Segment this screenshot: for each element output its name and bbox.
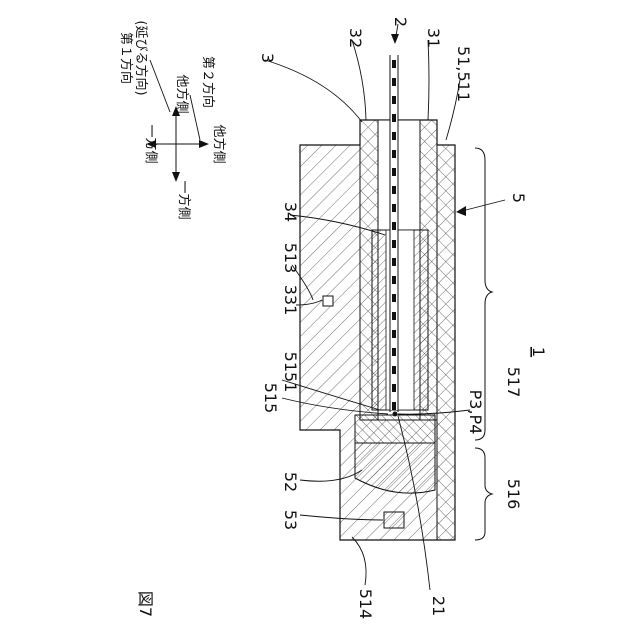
cavity-515 xyxy=(355,415,435,443)
dir1-line2: (延びる方向) xyxy=(133,20,149,95)
label-2: 2 xyxy=(391,17,410,27)
sensor-53 xyxy=(384,512,404,528)
dir1-line1: 第１方向 xyxy=(118,32,134,84)
other-side-top: 他方側 xyxy=(174,74,190,113)
label-31: 31 xyxy=(424,28,443,48)
label-517: 517 xyxy=(504,367,523,398)
label-3: 3 xyxy=(258,53,277,63)
label-515: 515 xyxy=(261,383,280,414)
label-5151: 5151 xyxy=(281,352,300,393)
arrow-right xyxy=(199,140,209,148)
one-side-bottom: 一方側 xyxy=(176,180,192,219)
label-1: 1 xyxy=(529,347,548,357)
brace-516 xyxy=(475,448,492,540)
small-part-331 xyxy=(323,296,333,306)
dir-pointer-1 xyxy=(150,60,170,112)
label-53: 53 xyxy=(281,510,300,530)
label-331: 331 xyxy=(281,285,300,316)
dir-pointer-2 xyxy=(190,95,200,140)
direction-labels: 第１方向 (延びる方向) 第２方向 他方側 他方側 一方側 一方側 xyxy=(118,20,227,219)
label-52: 52 xyxy=(281,472,300,492)
contact-point-p3p4 xyxy=(393,412,398,417)
other-side-right: 他方側 xyxy=(211,124,227,163)
figure-label: 図7 xyxy=(136,591,155,617)
one-side-left: 一方側 xyxy=(143,124,159,163)
label-5: 5 xyxy=(509,193,528,203)
arrow-2 xyxy=(391,34,399,44)
label-513: 513 xyxy=(281,243,300,274)
label-21: 21 xyxy=(429,596,448,616)
dir2: 第２方向 xyxy=(200,56,216,108)
label-51-511: 51,511 xyxy=(454,46,473,102)
label-516: 516 xyxy=(504,479,523,510)
label-514: 514 xyxy=(356,589,375,620)
label-p3p4: P3,P4 xyxy=(466,390,485,435)
label-34: 34 xyxy=(281,202,300,222)
label-32: 32 xyxy=(346,28,365,48)
arrow-5 xyxy=(456,206,466,216)
base-plate xyxy=(437,145,455,540)
